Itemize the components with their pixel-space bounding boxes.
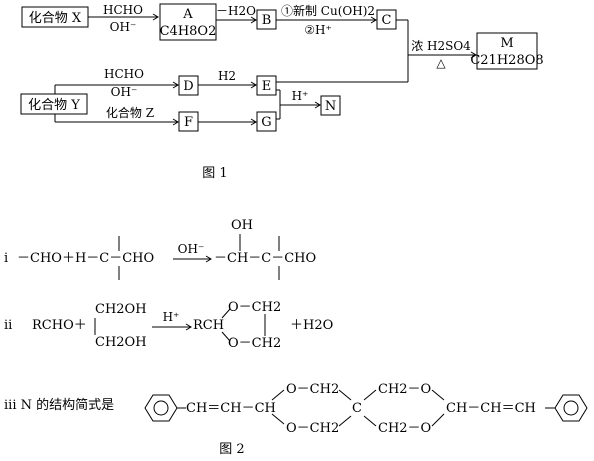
item-iii-ch2-o-bottom: CH2－O xyxy=(378,421,431,436)
item-iii-o-ch2-bottom: O－CH2 xyxy=(286,421,339,436)
box-b-label: B xyxy=(262,13,272,28)
arrowhead-f-to-g xyxy=(250,118,257,126)
reagent-h-plus: H⁺ xyxy=(292,89,309,103)
reagent-h2: H2 xyxy=(218,69,236,83)
arrowhead-y-to-d xyxy=(172,81,179,89)
arrowhead-to-n xyxy=(314,101,321,109)
item-ii-ch2oh-bottom: CH2OH xyxy=(95,335,147,350)
item-iii-ch2-o-top: CH2－O xyxy=(378,382,431,397)
reagent-oh-y: OH⁻ xyxy=(111,85,138,99)
item-ii-water: ＋H2O xyxy=(290,318,333,333)
item-ii-ring-top: O－CH2 xyxy=(228,300,281,315)
reagent-compound-z: 化合物 Z xyxy=(106,105,154,120)
arrowhead-b-to-c xyxy=(370,16,377,24)
item-i-numeral: i xyxy=(4,251,8,266)
acetal-right-bond-up xyxy=(431,389,445,401)
acetal-left-bond-down xyxy=(271,413,285,425)
item-iii-prefix: iii N 的结构简式是 xyxy=(4,397,114,413)
box-a xyxy=(159,3,217,41)
reagent-hcho-y: HCHO xyxy=(104,67,144,81)
reagent-oh-x: OH⁻ xyxy=(110,20,137,34)
box-m-formula: C21H28O8 xyxy=(470,53,543,68)
figure-2-caption: 图 2 xyxy=(219,442,244,457)
item-ii-ring-bottom: O－CH2 xyxy=(228,336,281,351)
reaction-i: i －CHO＋H－C－CHO OH⁻ OH －CH－C－CHO xyxy=(4,218,316,280)
acetal-left-bond-up xyxy=(271,389,285,401)
figure-1: 化合物 X HCHO OH⁻ A C4H8O2 －H2O B ①新制 Cu(OH… xyxy=(20,3,544,181)
box-m xyxy=(476,32,538,70)
arrowhead-d-to-e xyxy=(250,81,257,89)
box-c-label: C xyxy=(382,13,392,28)
arrowhead-a-to-b xyxy=(250,16,257,24)
box-d-label: D xyxy=(183,79,193,94)
box-g xyxy=(256,111,277,132)
arrowhead-x-to-a xyxy=(152,13,159,21)
item-iii-chain-right: CH－CH＝CH xyxy=(446,401,536,416)
item-ii-ring-bond-down xyxy=(221,331,231,342)
arrowhead-to-m xyxy=(470,51,477,59)
box-f-label: F xyxy=(184,115,193,130)
item-iii-o-ch2-top: O－CH2 xyxy=(286,382,339,397)
item-i-reactants: －CHO＋H－C－CHO xyxy=(17,251,154,266)
item-iii-chain-left: CH＝CH－CH xyxy=(186,401,276,416)
item-ii-rch: RCH xyxy=(193,318,224,333)
box-m-label: M xyxy=(500,36,513,51)
box-e-label: E xyxy=(262,79,272,94)
spiro-bond-top-right xyxy=(363,389,377,401)
arrowhead-y-to-f xyxy=(172,118,179,126)
item-ii-ch2oh-top: CH2OH xyxy=(95,302,147,317)
compound-y-box xyxy=(20,93,88,115)
box-a-formula: C4H8O2 xyxy=(160,24,217,39)
spiro-bond-bottom-left xyxy=(338,415,352,427)
figure-2: i －CHO＋H－C－CHO OH⁻ OH －CH－C－CHO ii RCHO＋… xyxy=(4,218,588,457)
reaction-ii: ii RCHO＋ CH2OH CH2OH H⁺ O－CH2 RCH O－CH2 … xyxy=(4,300,333,351)
item-i-product: －CH－C－CHO xyxy=(214,251,316,266)
structure-iii: iii N 的结构简式是 CH＝CH－CH O－CH2 O－CH2 C CH2－… xyxy=(4,382,588,436)
phenyl-ring-left-aromatic xyxy=(153,400,169,416)
figure-1-caption: 图 1 xyxy=(202,166,227,181)
spiro-bond-top-left xyxy=(338,389,352,401)
box-e xyxy=(256,75,277,96)
item-ii-ring-bond-up xyxy=(221,308,231,319)
box-n-label: N xyxy=(325,99,336,114)
item-ii-catalyst: H⁺ xyxy=(163,310,180,324)
reagent-conc-h2so4: 浓 H2SO4 xyxy=(411,39,471,53)
item-i-oh: OH xyxy=(231,218,253,233)
compound-x-label: 化合物 X xyxy=(29,11,82,26)
reagent-minus-h2o: －H2O xyxy=(216,4,256,18)
phenyl-ring-left xyxy=(144,394,178,422)
item-ii-arrowhead xyxy=(185,323,192,331)
reagent-h-plus-2: ②H⁺ xyxy=(304,23,332,37)
phenyl-ring-right xyxy=(554,394,588,422)
item-i-arrowhead xyxy=(205,255,212,263)
item-iii-center-c: C xyxy=(352,401,362,416)
item-ii-rcho: RCHO＋ xyxy=(32,318,87,333)
acetal-right-bond-down xyxy=(431,413,445,427)
item-ii-numeral: ii xyxy=(4,318,12,333)
spiro-bond-bottom-right xyxy=(363,415,377,427)
compound-y-label: 化合物 Y xyxy=(28,98,80,113)
reagent-cuoh2: ①新制 Cu(OH)2 xyxy=(281,3,375,18)
box-g-label: G xyxy=(261,115,271,130)
box-a-label: A xyxy=(182,7,193,22)
reagent-delta: △ xyxy=(436,56,446,70)
reagent-hcho-x: HCHO xyxy=(103,3,143,17)
item-i-catalyst: OH⁻ xyxy=(178,242,205,256)
box-n xyxy=(320,95,341,116)
phenyl-ring-right-aromatic xyxy=(563,400,579,416)
